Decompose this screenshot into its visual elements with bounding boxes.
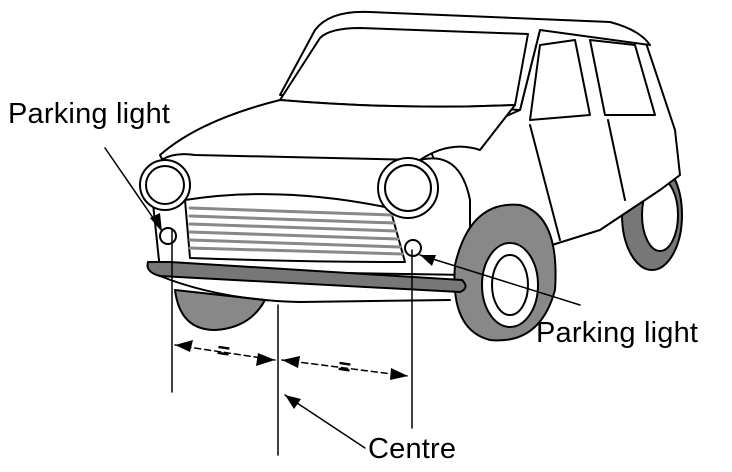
- front-wheel: [453, 203, 557, 342]
- arrowhead: [390, 368, 408, 380]
- parking-light-label-right: Parking light: [536, 317, 699, 349]
- parking-light-right: [404, 239, 422, 257]
- arrowhead: [282, 356, 300, 368]
- leader-parking-left: [104, 147, 161, 229]
- centre-label: Centre: [368, 433, 457, 465]
- leader-parking-right: [419, 254, 581, 306]
- side-window-front: [529, 39, 591, 121]
- side-window-rear: [589, 39, 656, 116]
- bumper: [146, 261, 467, 293]
- arrowhead: [285, 395, 301, 409]
- left-wheel: [174, 289, 266, 331]
- arrowhead: [256, 353, 275, 366]
- headlight-right: [377, 157, 439, 219]
- parking-light-left: [159, 227, 177, 245]
- arrowhead: [175, 340, 193, 352]
- headlight-left: [139, 159, 191, 211]
- leader-centre: [284, 394, 366, 449]
- parking-light-label-left: Parking light: [8, 98, 171, 130]
- arrowhead: [150, 213, 162, 232]
- arrowhead: [420, 255, 436, 266]
